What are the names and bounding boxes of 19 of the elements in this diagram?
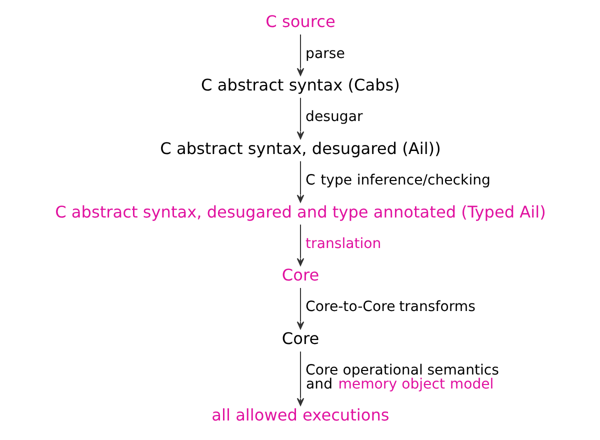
node-text: Core <box>281 266 319 285</box>
node-text: Core <box>281 329 319 348</box>
edge-label: Core-to-Core transforms <box>305 299 475 316</box>
edge-label: desugar <box>305 109 362 126</box>
node-text: C abstract syntax, desugared (Ail)) <box>160 138 440 158</box>
arrow <box>296 352 304 406</box>
node-text: C abstract syntax (Cabs) <box>200 76 400 95</box>
arrow <box>296 161 304 203</box>
edge-label: parse <box>305 46 344 62</box>
arrow <box>296 98 304 140</box>
node-text: C abstract syntax, desugared and type annotated (Typed Ail) <box>54 202 546 222</box>
node-text: C source <box>265 12 335 32</box>
arrow <box>296 224 304 266</box>
arrow <box>296 34 304 76</box>
node-text: all allowed executions <box>211 405 389 424</box>
edge-label: Core operational semantics and memory object model <box>305 362 499 393</box>
edge-label: translation <box>305 236 381 252</box>
arrow <box>296 288 304 330</box>
edge-label: C type inference/checking <box>305 172 490 188</box>
